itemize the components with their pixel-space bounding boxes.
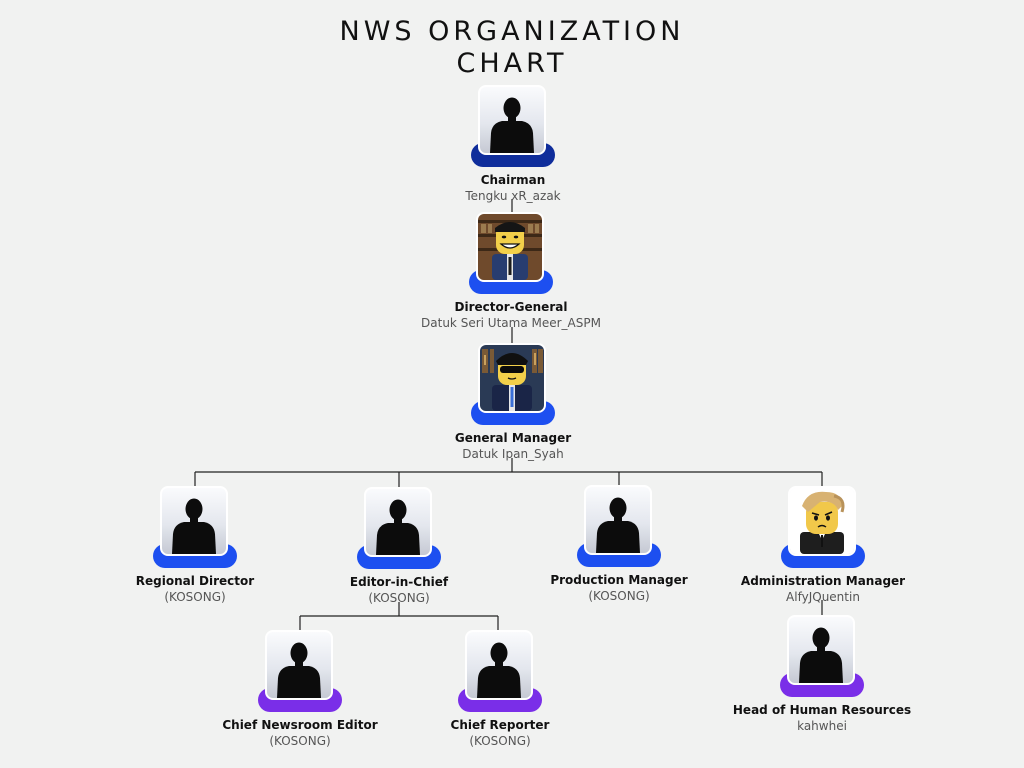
person-name: Tengku xR_azak [465, 189, 561, 203]
avatar [469, 212, 553, 294]
avatar [458, 630, 542, 712]
role-title: Chief Reporter [450, 718, 550, 732]
avatar-blonde-frown [788, 486, 856, 556]
person-name: (KOSONG) [469, 734, 531, 748]
person-name: (KOSONG) [269, 734, 331, 748]
silhouette-icon [465, 630, 533, 700]
avatar [258, 630, 342, 712]
person-name: (KOSONG) [164, 590, 226, 604]
org-node-production-manager: Production Manager (KOSONG) [519, 485, 719, 604]
chart-title-line-2: CHART [456, 48, 568, 79]
silhouette-icon [584, 485, 652, 555]
org-node-regional-director: Regional Director (KOSONG) [95, 486, 295, 605]
silhouette-icon [265, 630, 333, 700]
org-node-chief-newsroom-editor: Chief Newsroom Editor (KOSONG) [200, 630, 400, 749]
silhouette-icon [478, 85, 546, 155]
chart-title: NWS ORGANIZATION CHART [0, 16, 1024, 80]
role-title: General Manager [454, 431, 572, 445]
avatar [471, 343, 555, 425]
avatar-smiling-suit [476, 212, 544, 282]
person-name: AlfyJQuentin [786, 590, 860, 604]
person-name: kahwhei [797, 719, 847, 733]
role-title: Editor-in-Chief [349, 575, 449, 589]
avatar [577, 485, 661, 567]
role-title: Production Manager [550, 573, 688, 587]
avatar [780, 615, 864, 697]
org-node-head-of-human-resources: Head of Human Resources kahwhei [722, 615, 922, 734]
avatar-sunglasses-suit [478, 343, 546, 413]
person-name: (KOSONG) [588, 589, 650, 603]
avatar [471, 85, 555, 167]
avatar [781, 486, 865, 568]
role-title: Director-General [454, 300, 568, 314]
org-node-chief-reporter: Chief Reporter (KOSONG) [400, 630, 600, 749]
role-title: Administration Manager [740, 574, 906, 588]
silhouette-icon [787, 615, 855, 685]
avatar [153, 486, 237, 568]
person-name: (KOSONG) [368, 591, 430, 605]
org-node-editor-in-chief: Editor-in-Chief (KOSONG) [299, 487, 499, 606]
person-name: Datuk Seri Utama Meer_ASPM [421, 316, 601, 330]
person-name: Datuk Ipan_Syah [462, 447, 564, 461]
chart-title-line-1: NWS ORGANIZATION [339, 16, 685, 47]
role-title: Chairman [480, 173, 546, 187]
role-title: Head of Human Resources [732, 703, 912, 717]
role-title: Regional Director [135, 574, 255, 588]
silhouette-icon [160, 486, 228, 556]
avatar [357, 487, 441, 569]
role-title: Chief Newsroom Editor [222, 718, 378, 732]
silhouette-icon [364, 487, 432, 557]
